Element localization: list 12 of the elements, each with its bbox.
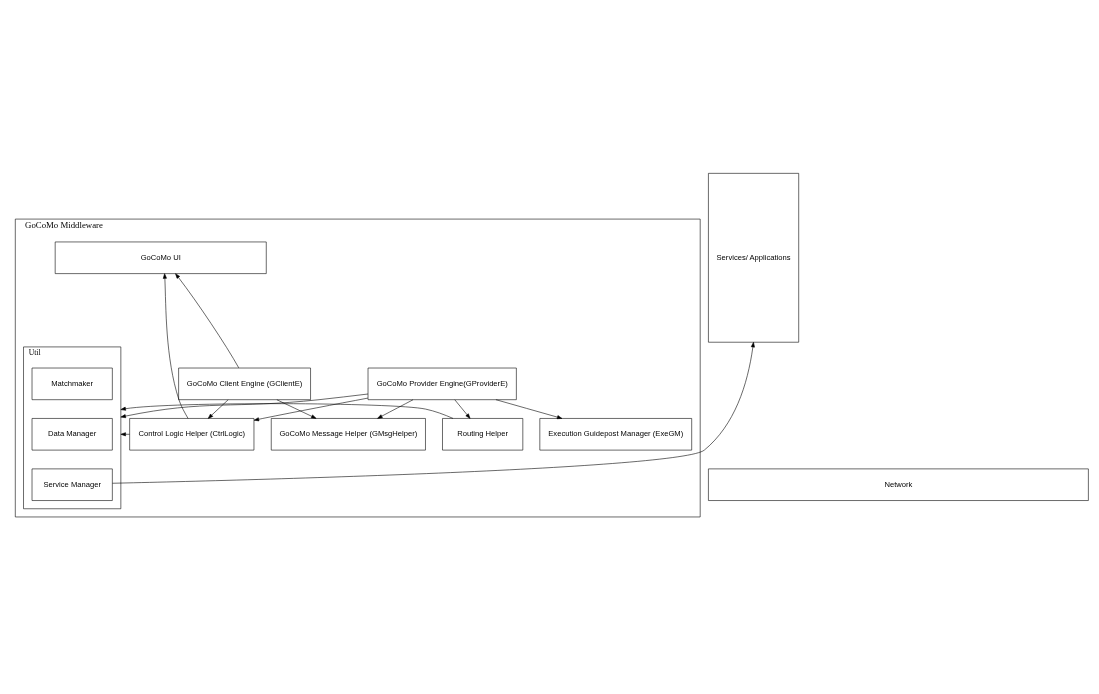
arrow [120, 393, 369, 418]
arrow [207, 398, 229, 419]
arrow [454, 398, 471, 419]
arrow [162, 272, 189, 419]
arrow [120, 431, 130, 436]
arrow [253, 397, 369, 421]
arrow [112, 341, 755, 484]
arrow [495, 398, 563, 419]
arrow [276, 398, 317, 419]
arrow [175, 272, 240, 368]
arrow [120, 402, 454, 419]
arrow [377, 398, 414, 419]
